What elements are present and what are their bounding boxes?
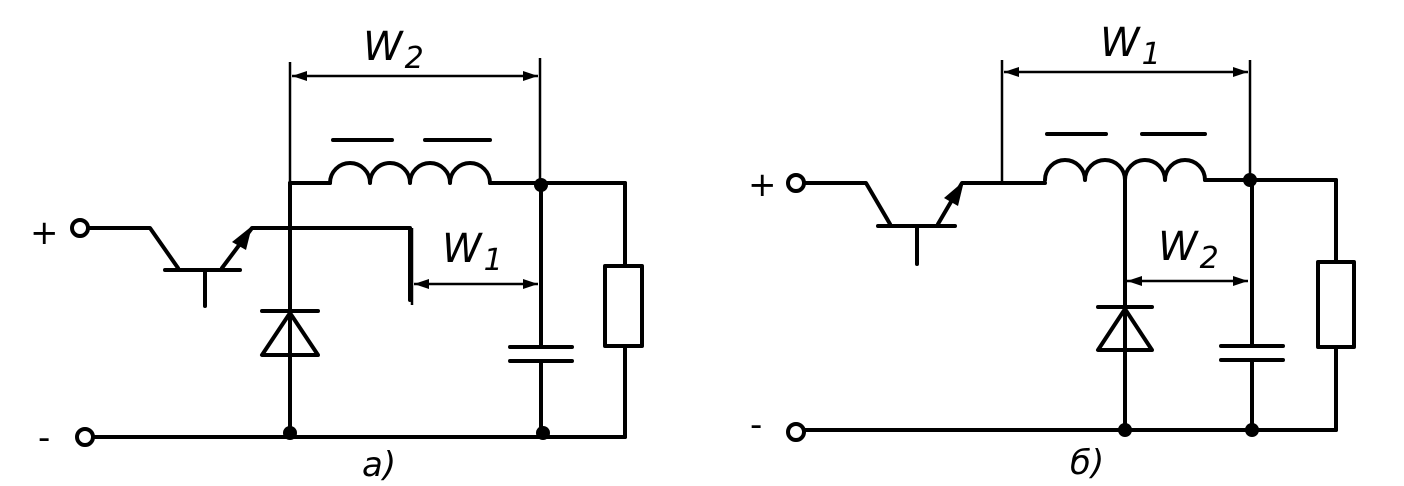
caption-a: a) — [362, 445, 396, 485]
inductor-coil-a — [328, 161, 492, 185]
minus-label-a: - — [38, 418, 50, 458]
circuit-a: + - W2 W1 — [30, 24, 644, 485]
w-top-label-b: W1 — [1100, 20, 1161, 72]
plus-label-b: + — [748, 165, 777, 205]
inductor-coil-b — [1043, 158, 1207, 182]
plus-terminal-b — [786, 173, 806, 193]
load-resistor-a — [603, 264, 644, 348]
load-resistor-b — [1316, 260, 1356, 349]
w-top-label-a: W2 — [363, 24, 424, 76]
circuit-b: + - W1 W2 — [748, 20, 1356, 483]
plus-terminal-a — [70, 218, 90, 238]
transistor-a — [86, 226, 412, 308]
transistor-b — [802, 181, 1047, 266]
w-mid-label-a: W1 — [442, 226, 503, 278]
diode-b — [1096, 305, 1154, 352]
minus-terminal-b — [786, 422, 806, 442]
caption-b: б) — [1070, 443, 1104, 483]
diode-a — [260, 309, 320, 357]
capacitor-b — [1219, 344, 1285, 362]
minus-label-b: - — [750, 405, 762, 445]
w-mid-label-b: W2 — [1158, 224, 1219, 276]
capacitor-a — [508, 345, 574, 363]
plus-label-a: + — [30, 213, 59, 253]
minus-terminal-a — [75, 427, 95, 447]
